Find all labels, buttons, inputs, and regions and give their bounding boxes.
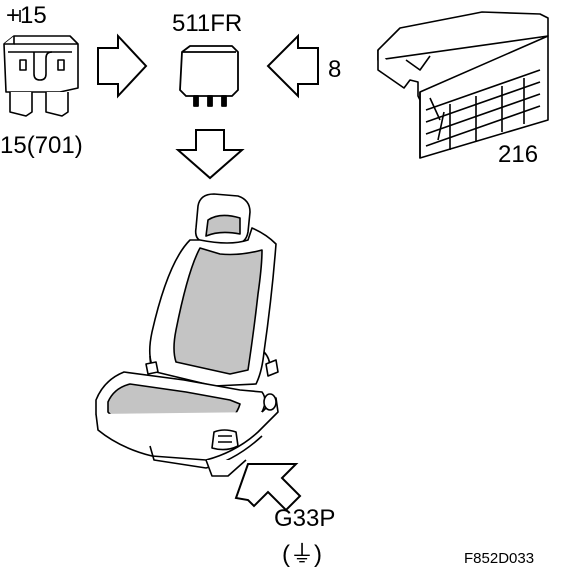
relay-input-label: 8 bbox=[328, 56, 342, 83]
hollow-arrow-icon bbox=[98, 36, 146, 96]
fuse-voltage-label: +15 bbox=[6, 2, 47, 29]
control-unit-id-label: 216 bbox=[498, 141, 539, 168]
relay-icon bbox=[180, 46, 238, 106]
ground-symbol-label: (⏚) bbox=[282, 541, 322, 568]
hollow-arrow-icon bbox=[236, 464, 300, 510]
ground-point-label: G33P bbox=[274, 505, 336, 532]
hollow-arrow-icon bbox=[268, 36, 318, 96]
power-seat-icon bbox=[96, 194, 278, 476]
figure-code-label: F852D033 bbox=[464, 550, 535, 567]
blade-fuse-icon bbox=[4, 10, 78, 116]
relay-id-label: 511FR bbox=[172, 10, 243, 37]
fuse-id-label: 15(701) bbox=[0, 132, 83, 159]
hollow-arrow-icon bbox=[178, 130, 242, 178]
control-unit-icon bbox=[378, 0, 548, 158]
